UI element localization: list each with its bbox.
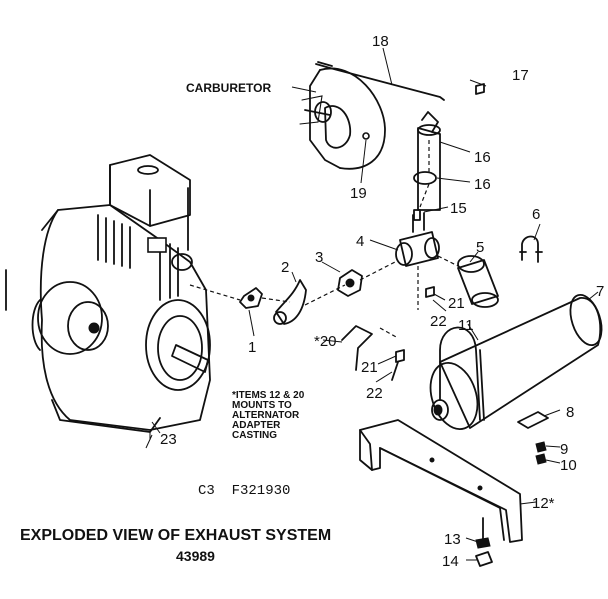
callout-11: 11 xyxy=(458,317,474,334)
engine-drawing xyxy=(5,154,211,440)
cylinder-fins xyxy=(97,214,179,301)
callout-17: 17 xyxy=(512,67,529,84)
carburetor-drawing xyxy=(299,61,445,170)
callout-23: 23 xyxy=(160,431,177,448)
callout-21-lower: 21 xyxy=(361,359,378,376)
callout-2: 2 xyxy=(281,259,289,276)
pipe-parts xyxy=(189,83,499,381)
drawing-code: C3 F321930 xyxy=(198,483,290,499)
model-number: 43989 xyxy=(176,548,215,564)
note-line-5: CASTING xyxy=(232,430,277,441)
callout-7: 7 xyxy=(596,283,604,300)
callout-20: *20 xyxy=(314,333,337,350)
callout-15: 15 xyxy=(450,200,467,217)
callout-22-lower: 22 xyxy=(366,385,383,402)
callout-5: 5 xyxy=(476,239,484,256)
callout-22-upper: 22 xyxy=(430,313,447,330)
mounting-note: *ITEMS 12 & 20 MOUNTS TO ALTERNATOR ADAP… xyxy=(232,390,305,441)
note-line-4: ADAPTER xyxy=(232,420,281,431)
callout-14: 14 xyxy=(442,553,459,570)
callout-19: 19 xyxy=(350,185,367,202)
callout-9: 9 xyxy=(560,441,568,458)
muffler-drawing xyxy=(429,235,603,465)
callout-8: 8 xyxy=(566,404,574,421)
callout-12: 12* xyxy=(532,495,555,512)
callout-6: 6 xyxy=(532,206,540,223)
note-line-1: *ITEMS 12 & 20 xyxy=(232,390,305,401)
carburetor-label: CARBURETOR xyxy=(186,81,271,95)
callout-10: 10 xyxy=(560,457,577,474)
callout-3: 3 xyxy=(315,249,323,266)
callout-21-upper: 21 xyxy=(448,295,465,312)
callout-16-lower: 16 xyxy=(474,176,491,193)
callout-4: 4 xyxy=(356,233,364,250)
mounting-bracket xyxy=(359,419,523,567)
callout-18: 18 xyxy=(372,33,389,50)
note-line-2: MOUNTS TO xyxy=(232,400,292,411)
leader-lines xyxy=(145,47,599,561)
note-line-3: ALTERNATOR xyxy=(232,410,300,421)
callout-16-upper: 16 xyxy=(474,149,491,166)
diagram-title: EXPLODED VIEW OF EXHAUST SYSTEM xyxy=(20,527,331,544)
callout-13: 13 xyxy=(444,531,461,548)
callout-labels: CARBURETOR 18 17 16 16 19 15 6 4 5 3 2 7… xyxy=(160,33,604,570)
callout-1: 1 xyxy=(248,339,256,356)
